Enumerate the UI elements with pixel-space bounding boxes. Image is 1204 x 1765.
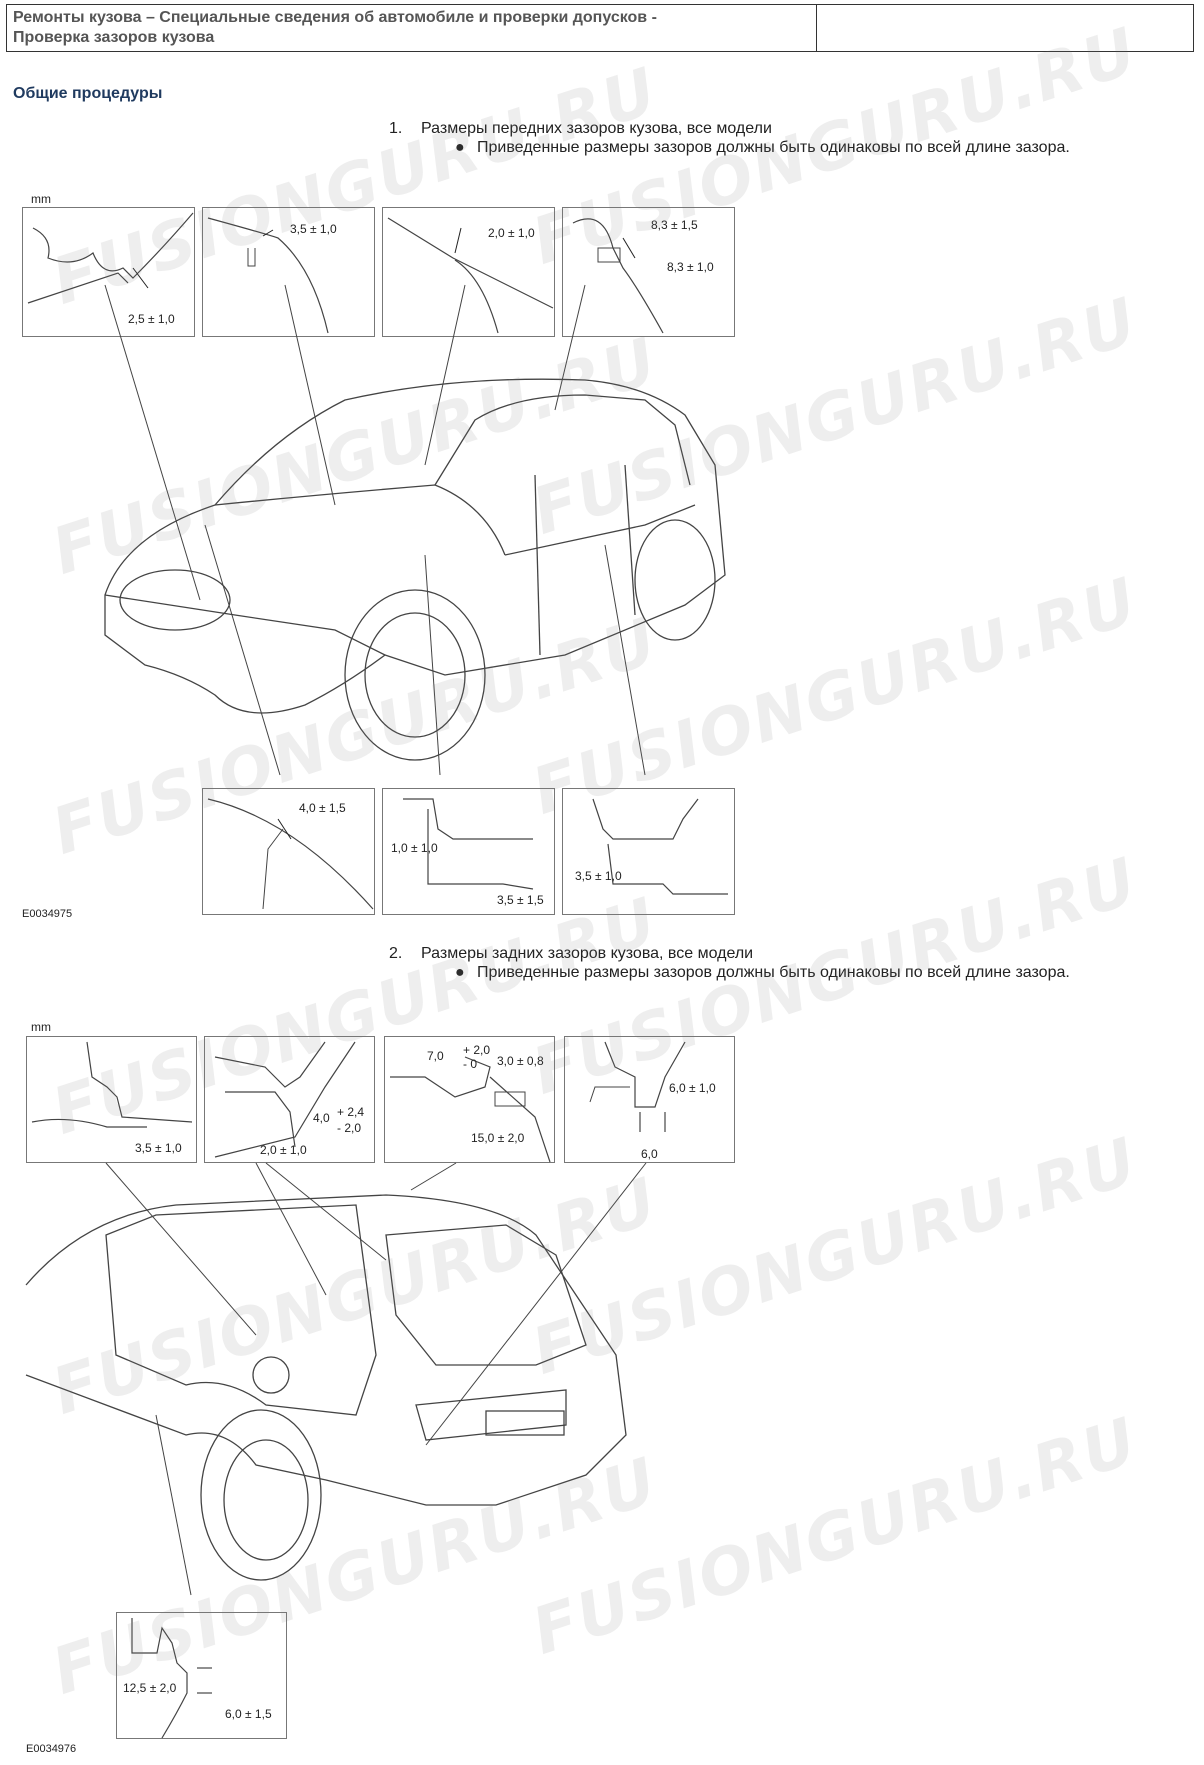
front-gap-dim: 3,5 ± 1,5 xyxy=(497,893,544,907)
front-inset-2-drawing xyxy=(207,217,329,334)
rear-gap-dim: 3,5 ± 1,0 xyxy=(135,1141,182,1155)
step-1-bullet-text: Приведенные размеры зазоров должны быть … xyxy=(477,139,1070,156)
front-inset-7: 3,5 ± 1,0 xyxy=(562,788,735,915)
step-1: 1. Размеры передних зазоров кузова, все м… xyxy=(389,119,772,138)
header-right-cell xyxy=(817,5,1193,51)
rear-gap-dim: 2,0 ± 1,0 xyxy=(260,1143,307,1157)
front-gap-dim: 8,3 ± 1,0 xyxy=(667,260,714,274)
page-title-line1: Ремонты кузова – Специальные сведения об… xyxy=(13,9,657,26)
rear-gap-dim: 6,0 ± 1,5 xyxy=(225,1707,272,1721)
front-inset-4: 8,3 ± 1,5 8,3 ± 1,0 xyxy=(562,207,735,337)
rear-inset-1-drawing xyxy=(31,1041,193,1128)
front-inset-6-drawing xyxy=(403,798,534,890)
rear-inset-3-drawing xyxy=(390,1056,551,1163)
unit-label: mm xyxy=(31,192,51,206)
unit-label: mm xyxy=(31,1020,51,1034)
rear-gap-dim: 3,0 ± 0,8 xyxy=(497,1054,544,1068)
rear-inset-5-drawing xyxy=(131,1618,212,1739)
rear-gap-dim: + 2,4 xyxy=(337,1105,365,1119)
rear-car-drawing xyxy=(25,1162,647,1596)
front-gap-dim: 3,5 ± 1,0 xyxy=(575,869,622,883)
front-gap-dim: 4,0 ± 1,5 xyxy=(299,801,346,815)
step-2-text: Размеры задних зазоров кузова, все модел… xyxy=(421,945,754,962)
front-inset-4-drawing xyxy=(572,218,664,334)
front-gap-dim: 8,3 ± 1,5 xyxy=(651,218,698,232)
step-2-bullet-text: Приведенные размеры зазоров должны быть … xyxy=(477,964,1070,981)
header-table: Ремонты кузова – Специальные сведения об… xyxy=(6,4,1194,52)
front-gap-dim: 3,5 ± 1,0 xyxy=(290,222,337,236)
front-gap-dim: 2,5 ± 1,0 xyxy=(128,312,175,326)
figure-1-id: E0034975 xyxy=(22,908,73,920)
page-title: Ремонты кузова – Специальные сведения об… xyxy=(7,5,817,51)
rear-inset-3: 7,0 + 2,0 - 0 3,0 ± 0,8 15,0 ± 2,0 xyxy=(384,1036,555,1163)
bullet-icon: ● xyxy=(455,964,465,981)
rear-inset-4-drawing xyxy=(589,1041,686,1132)
step-2-number: 2. xyxy=(389,945,403,962)
front-inset-3-drawing xyxy=(387,217,554,334)
step-1-number: 1. xyxy=(389,120,403,137)
rear-gap-dim: 7,0 xyxy=(427,1049,444,1063)
rear-gap-dim: 15,0 ± 2,0 xyxy=(471,1131,525,1145)
step-1-text: Размеры передних зазоров кузова, все мод… xyxy=(421,120,772,137)
rear-gap-dim: - 2,0 xyxy=(337,1121,362,1135)
rear-inset-2: 4,0 + 2,4 - 2,0 2,0 ± 1,0 xyxy=(204,1036,375,1163)
front-inset-5: 4,0 ± 1,5 xyxy=(202,788,375,915)
front-gap-dim: 1,0 ± 1,0 xyxy=(391,841,438,855)
front-inset-2: 3,5 ± 1,0 xyxy=(202,207,375,337)
rear-gap-dim: 6,0 ± 1,0 xyxy=(669,1081,716,1095)
front-inset-7-drawing xyxy=(592,798,728,895)
front-inset-3: 2,0 ± 1,0 xyxy=(382,207,555,337)
section-title: Общие процедуры xyxy=(13,85,163,102)
front-gap-dim: 2,0 ± 1,0 xyxy=(488,226,535,240)
front-inset-1: 2,5 ± 1,0 xyxy=(22,207,195,337)
front-inset-5-drawing xyxy=(207,798,374,910)
rear-gap-dim: - 0 xyxy=(463,1057,478,1071)
step-2: 2. Размеры задних зазоров кузова, все мод… xyxy=(389,944,753,963)
front-inset-1-drawing xyxy=(27,212,194,304)
bullet-icon: ● xyxy=(455,139,465,156)
figure-2-id: E0034976 xyxy=(26,1743,77,1755)
rear-gap-dim: 6,0 xyxy=(641,1147,658,1161)
rear-gap-dim: + 2,0 xyxy=(463,1043,491,1057)
step-1-bullet: ● Приведенные размеры зазоров должны быть… xyxy=(455,138,1070,157)
rear-inset-1: 3,5 ± 1,0 xyxy=(26,1036,197,1163)
front-inset-6: 1,0 ± 1,0 3,5 ± 1,5 xyxy=(382,788,555,915)
rear-gap-dim: 4,0 xyxy=(313,1111,330,1125)
step-2-bullet: ● Приведенные размеры зазоров должны быть… xyxy=(455,963,1070,982)
rear-gap-dim: 12,5 ± 2,0 xyxy=(123,1681,177,1695)
front-car-drawing xyxy=(104,284,726,776)
rear-inset-4: 6,0 ± 1,0 6,0 xyxy=(564,1036,735,1163)
rear-inset-5: 12,5 ± 2,0 6,0 ± 1,5 xyxy=(116,1612,287,1739)
page-title-line2: Проверка зазоров кузова xyxy=(13,29,215,46)
rear-inset-2-drawing xyxy=(214,1041,356,1158)
